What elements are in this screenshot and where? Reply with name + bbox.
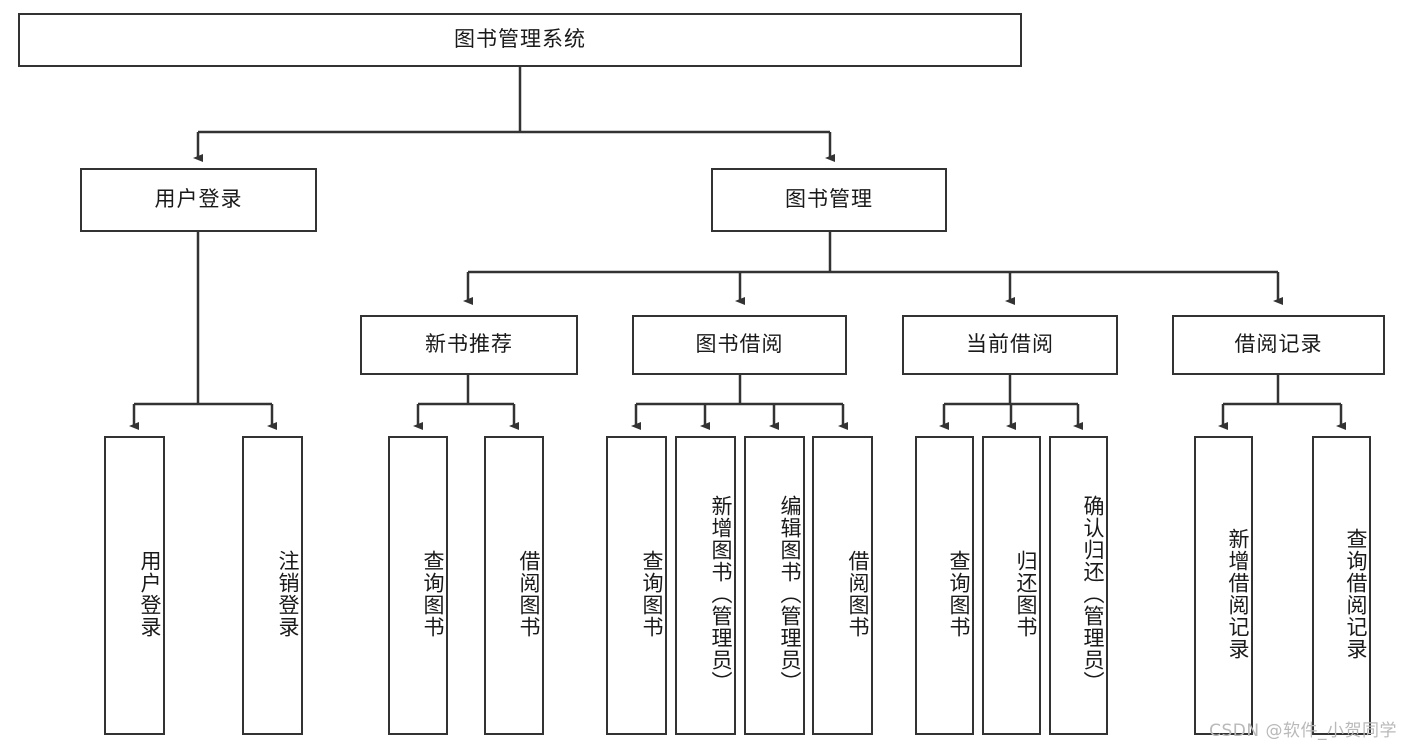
node-user-login-label: 用户登录 — [154, 187, 243, 212]
node-leaf-borrow-book-label: 借阅图书 — [846, 549, 870, 638]
node-leaf-add-borrow-record-label: 新增借阅记录 — [1226, 527, 1250, 660]
node-leaf-edit-book-admin-label: 编辑图书（管理员） — [778, 494, 802, 693]
node-new-book-recommend-label: 新书推荐 — [425, 332, 513, 357]
node-leaf-recommend-query-book-label: 查询图书 — [421, 549, 445, 638]
node-leaf-add-book-admin-label: 新增图书（管理员） — [709, 494, 733, 693]
node-leaf-return-book[interactable]: 归还图书 — [982, 436, 1041, 735]
node-borrow-record[interactable]: 借阅记录 — [1172, 315, 1385, 375]
node-leaf-edit-book-admin[interactable]: 编辑图书（管理员） — [744, 436, 805, 735]
node-current-borrow-label: 当前借阅 — [966, 332, 1054, 357]
node-root-system[interactable]: 图书管理系统 — [18, 13, 1022, 67]
node-leaf-recommend-borrow-book-label: 借阅图书 — [517, 549, 541, 638]
node-leaf-add-book-admin[interactable]: 新增图书（管理员） — [675, 436, 736, 735]
node-root-system-label: 图书管理系统 — [454, 27, 586, 52]
node-leaf-current-query-book-label: 查询图书 — [947, 549, 971, 638]
node-book-borrow[interactable]: 图书借阅 — [632, 315, 847, 375]
node-leaf-query-borrow-record[interactable]: 查询借阅记录 — [1312, 436, 1371, 735]
node-leaf-confirm-return-admin-label: 确认归还（管理员） — [1081, 494, 1105, 693]
node-leaf-query-borrow-record-label: 查询借阅记录 — [1344, 527, 1368, 660]
node-leaf-current-query-book[interactable]: 查询图书 — [915, 436, 974, 735]
node-leaf-logout[interactable]: 注销登录 — [242, 436, 303, 735]
node-leaf-borrow-book[interactable]: 借阅图书 — [812, 436, 873, 735]
node-leaf-recommend-borrow-book[interactable]: 借阅图书 — [484, 436, 544, 735]
node-leaf-confirm-return-admin[interactable]: 确认归还（管理员） — [1049, 436, 1108, 735]
csdn-watermark: CSDN @软件_小贺同学 — [1209, 721, 1397, 741]
node-current-borrow[interactable]: 当前借阅 — [902, 315, 1118, 375]
node-new-book-recommend[interactable]: 新书推荐 — [360, 315, 578, 375]
node-borrow-record-label: 借阅记录 — [1234, 332, 1323, 357]
node-leaf-borrow-query-book[interactable]: 查询图书 — [606, 436, 667, 735]
node-book-management-label: 图书管理 — [785, 187, 873, 212]
node-leaf-user-login[interactable]: 用户登录 — [104, 436, 165, 735]
node-book-management[interactable]: 图书管理 — [711, 168, 947, 232]
node-book-borrow-label: 图书借阅 — [695, 332, 784, 357]
node-leaf-recommend-query-book[interactable]: 查询图书 — [388, 436, 448, 735]
node-leaf-add-borrow-record[interactable]: 新增借阅记录 — [1194, 436, 1253, 735]
node-leaf-borrow-query-book-label: 查询图书 — [640, 549, 664, 638]
node-leaf-return-book-label: 归还图书 — [1014, 549, 1038, 638]
node-leaf-logout-label: 注销登录 — [276, 549, 300, 638]
node-leaf-user-login-label: 用户登录 — [138, 549, 162, 638]
node-user-login[interactable]: 用户登录 — [80, 168, 317, 232]
